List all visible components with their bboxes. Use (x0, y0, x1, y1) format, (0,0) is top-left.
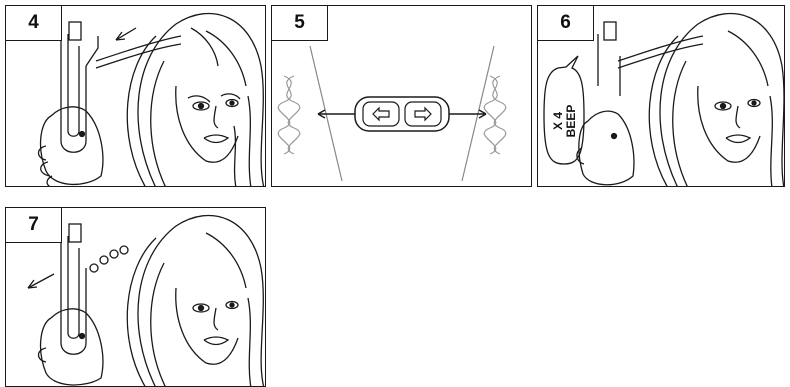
panel-step-4: 4 (5, 5, 266, 187)
step-number: 4 (6, 6, 62, 41)
step-number: 6 (538, 6, 594, 41)
beep-callout: X 4 BEEP (552, 92, 578, 150)
panel-step-5: 5 (271, 5, 532, 187)
panel-step-7: 7 (5, 207, 266, 387)
step-number: 7 (6, 208, 62, 243)
right-arrow-button-icon (405, 102, 441, 126)
step-number: 5 (272, 6, 328, 41)
left-arrow-button-icon (363, 102, 399, 126)
beep-label: BEEP (565, 92, 578, 150)
panel-step-6: 6 X 4 BEEP (537, 5, 785, 187)
